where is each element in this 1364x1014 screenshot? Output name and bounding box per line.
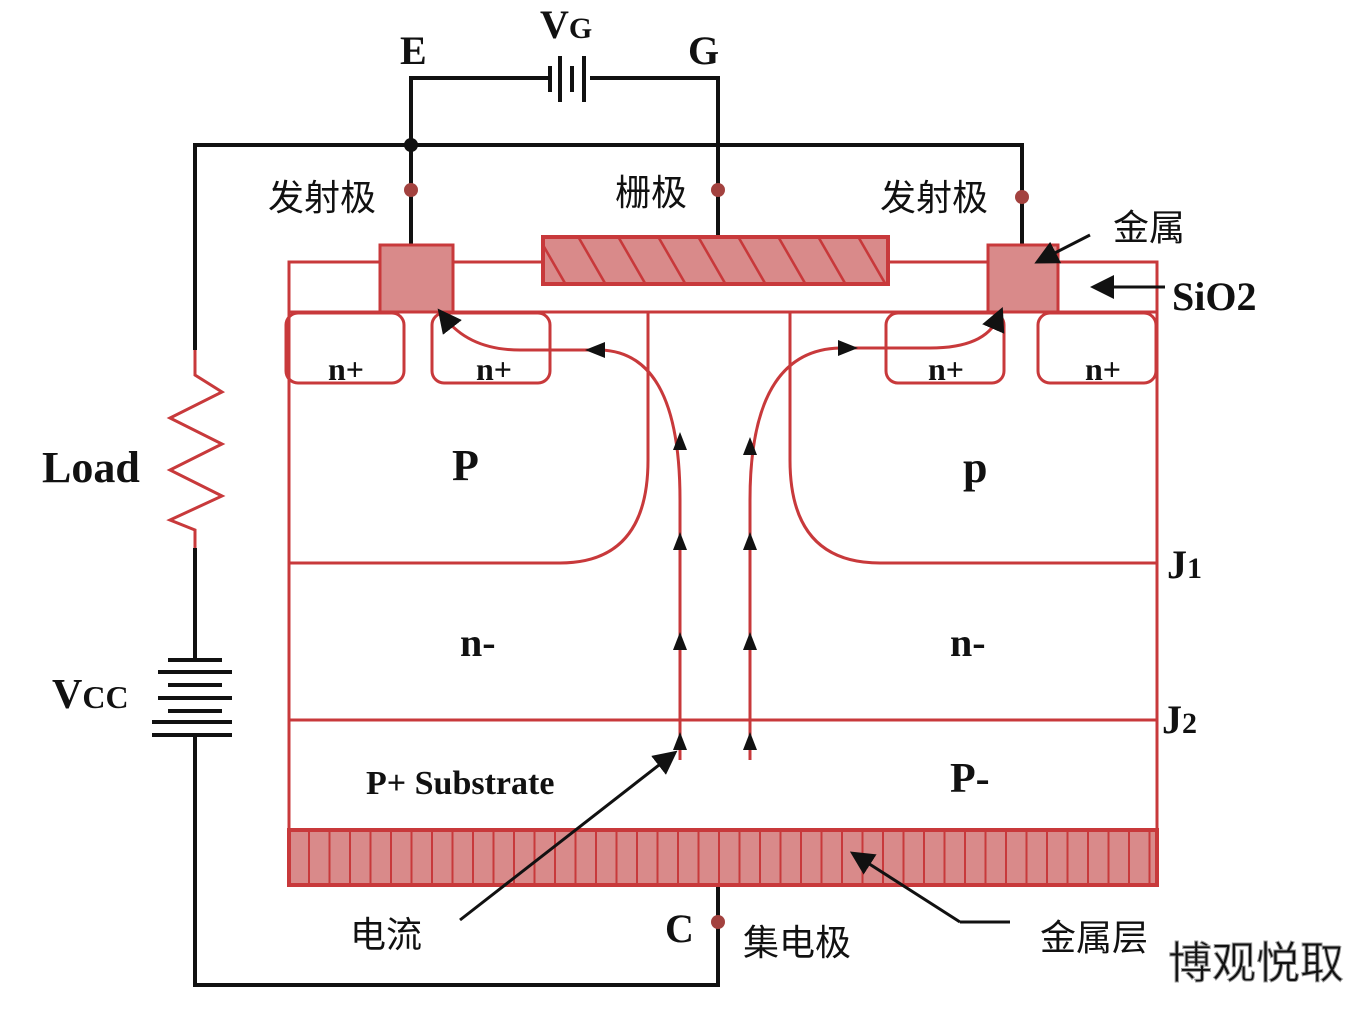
n-minus-right-label: n- [950,620,986,665]
gate-terminal-label: G [688,28,719,73]
gate-battery-icon [548,56,586,102]
watermark: 博观悦取 [1168,938,1344,989]
pointer-arrows [459,233,1165,924]
p-right-label: p [963,443,987,492]
n-plus-regions [284,311,1158,385]
vcc-battery-icon [152,658,232,737]
svg-text:n+: n+ [328,351,364,387]
circuit-wires [193,76,1024,987]
emitter-terminal-label: E [400,28,427,73]
sio2-label: SiO2 [1172,274,1256,319]
metal-label: 金属 [1113,208,1185,249]
collector-label: 集电极 [743,923,851,964]
terminal-dots [404,183,1029,929]
p-well-right [788,312,1157,565]
p-left-label: P [452,441,479,490]
j2-label: J2 [1162,697,1197,742]
p-well-left [289,312,650,565]
semiconductor-body [287,310,1159,832]
svg-text:n+: n+ [928,351,964,387]
gate-electrode [541,235,890,286]
svg-text:n+: n+ [1085,351,1121,387]
svg-text:n+: n+ [476,351,512,387]
collector-terminal-label: C [665,906,694,951]
emitter-left-label: 发射极 [268,178,376,219]
emitter-right-label: 发射极 [880,178,988,219]
gate-label: 栅极 [615,173,687,214]
metal-layer-label: 金属层 [1040,918,1148,959]
vcc-label: VCC [52,672,129,718]
emitter-metal-left [378,243,455,314]
load-label: Load [42,443,140,492]
p-substrate-label: P+ Substrate [366,765,554,802]
n-minus-left-label: n- [460,620,496,665]
n-plus-labels: n+ n+ n+ n+ [328,351,1121,387]
load-resistor-icon [166,350,226,548]
p-minus-label: P- [950,756,990,802]
j1-label: J1 [1167,542,1202,587]
collector-metal-layer [287,828,1159,887]
gate-voltage-label: VG [540,2,592,47]
current-label: 电流 [350,915,422,956]
current-flow-paths [437,306,1005,760]
